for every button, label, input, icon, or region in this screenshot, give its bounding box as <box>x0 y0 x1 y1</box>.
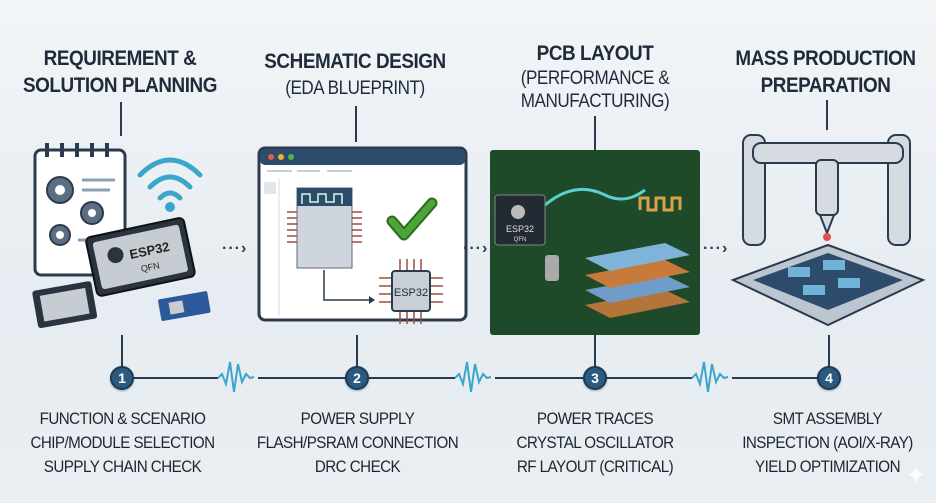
esp32-module-icon: ESP32 QFN <box>85 217 196 297</box>
chip-label: QFN <box>514 237 527 243</box>
task-item: SUPPLY CHAIN CHECK <box>43 458 202 476</box>
connector-line <box>355 106 357 142</box>
rf-trace <box>544 187 646 207</box>
step-3-badge: 3 <box>583 366 607 390</box>
stage-2-title: SCHEMATIC DESIGN (EDA BLUEPRINT) <box>252 48 459 102</box>
stage-1-tasks: FUNCTION & SCENARIO CHIP/MODULE SELECTIO… <box>10 407 235 479</box>
task-item: YIELD OPTIMIZATION <box>755 458 901 476</box>
title-line: SOLUTION PLANNING <box>23 74 217 97</box>
subtitle-line: (EDA BLUEPRINT) <box>285 78 425 99</box>
sparkle-icon: ✦ <box>905 460 927 490</box>
step-1-badge: 1 <box>110 366 134 390</box>
antenna-trace <box>638 196 682 212</box>
chip-label: QFN <box>140 260 161 274</box>
task-item: INSPECTION (AOI/X-RAY) <box>742 434 913 452</box>
esp32-chip-icon <box>391 270 431 312</box>
stage-2-tasks: POWER SUPPLY FLASH/PSRAM CONNECTION DRC … <box>249 407 465 479</box>
planning-illustration: ESP32 QFN <box>32 143 211 329</box>
stage-1-title: REQUIREMENT & SOLUTION PLANNING <box>12 45 228 99</box>
esp32-chip-icon <box>494 194 546 246</box>
step-2-badge: 2 <box>345 366 369 390</box>
connector-line <box>826 100 828 130</box>
robot-arm-icon <box>742 134 911 246</box>
pcb-illustration: ESP32 QFN <box>490 150 700 335</box>
title-line: REQUIREMENT & <box>43 47 197 70</box>
task-item: SMT ASSEMBLY <box>772 410 883 428</box>
wave-icon <box>217 361 729 393</box>
robot-arm-illustration <box>730 134 926 327</box>
task-item: RF LAYOUT (CRITICAL) <box>516 458 674 476</box>
flow-arrow: ···› <box>222 240 248 257</box>
stage-3-title: PCB LAYOUT (PERFORMANCE & MANUFACTURING) <box>492 40 699 113</box>
task-item: POWER SUPPLY <box>300 410 415 428</box>
flow-arrow: ···› <box>463 240 489 257</box>
task-item: CHIP/MODULE SELECTION <box>30 434 215 452</box>
chip-label: ESP32 <box>506 224 534 234</box>
chip-label: ESP32 <box>394 287 428 299</box>
connector-line <box>594 116 596 150</box>
task-item: FUNCTION & SCENARIO <box>39 410 206 428</box>
stage-4-title: MASS PRODUCTION PREPARATION <box>726 45 925 99</box>
title-line: PCB LAYOUT <box>536 42 654 65</box>
task-item: POWER TRACES <box>536 410 654 428</box>
timeline <box>121 335 830 393</box>
subtitle-line: (PERFORMANCE & <box>520 68 670 89</box>
flow-arrow: ···› <box>703 240 729 257</box>
connector-line <box>120 102 122 136</box>
pcb-layers-icon <box>585 243 690 318</box>
title-line: SCHEMATIC DESIGN <box>264 50 446 73</box>
wifi-icon <box>137 157 203 201</box>
stage-4-tasks: SMT ASSEMBLY INSPECTION (AOI/X-RAY) YIEL… <box>724 407 931 479</box>
title-line: PREPARATION <box>760 74 891 97</box>
task-item: DRC CHECK <box>314 458 401 476</box>
subtitle-line: MANUFACTURING) <box>520 91 670 112</box>
task-item: CRYSTAL OSCILLATOR <box>516 434 674 452</box>
schematic-window: ESP32 <box>257 146 468 324</box>
close-dot <box>268 154 274 160</box>
stage-3-tasks: POWER TRACES CRYSTAL OSCILLATOR RF LAYOU… <box>489 407 701 479</box>
task-item: FLASH/PSRAM CONNECTION <box>256 434 459 452</box>
step-4-badge: 4 <box>817 366 841 390</box>
title-line: MASS PRODUCTION <box>735 47 916 70</box>
